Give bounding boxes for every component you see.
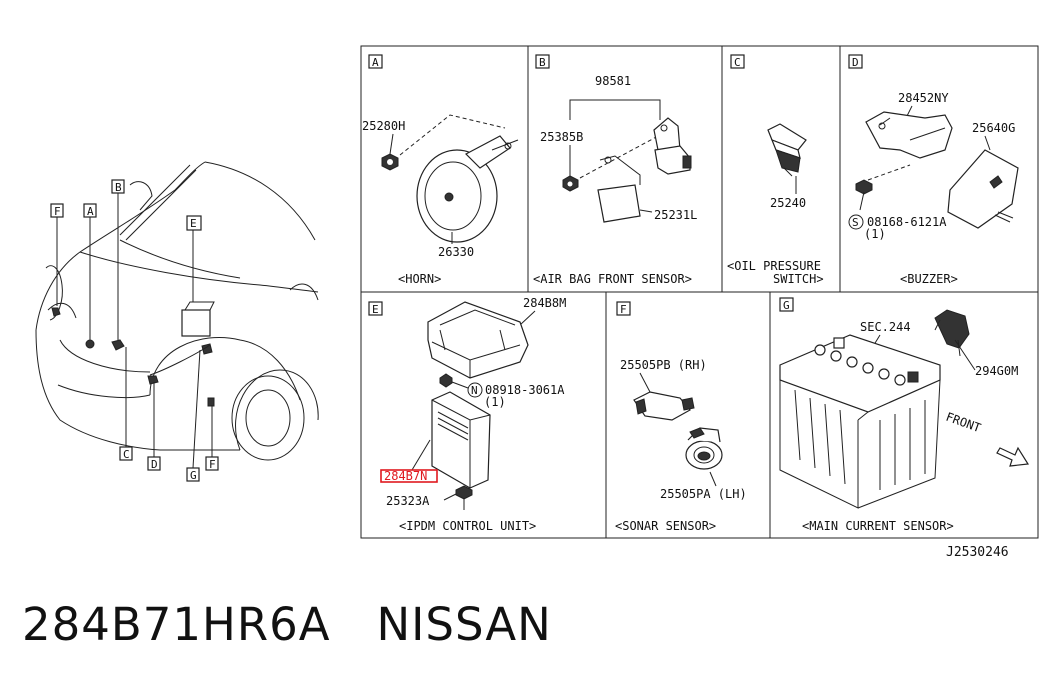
svg-text:C: C	[734, 56, 741, 69]
svg-text:A: A	[372, 56, 379, 69]
car-callout-d: D	[147, 456, 161, 471]
svg-text:<OIL PRESSURE: <OIL PRESSURE	[727, 259, 821, 273]
svg-text:284B7N: 284B7N	[384, 469, 427, 483]
section-a-horn: A 25280H 26330 <HORN>	[362, 54, 519, 286]
svg-text:SEC.244: SEC.244	[860, 320, 911, 334]
car-callout-e: E	[186, 215, 202, 231]
svg-text:E: E	[190, 217, 197, 230]
section-f-sonar: F 25505PB (RH) 25505PA (LH) <SONAR SENSO…	[615, 301, 747, 533]
svg-text:25323A: 25323A	[386, 494, 430, 508]
svg-text:(1): (1)	[484, 395, 506, 409]
section-e-ipdm: E 284B8M N 08918-3061A (1) 284B7N 25323A…	[368, 296, 566, 533]
svg-text:26330: 26330	[438, 245, 474, 259]
car-callout-a: A	[83, 203, 97, 218]
car-callout-b: B	[111, 179, 125, 194]
svg-text:N: N	[471, 384, 478, 397]
svg-text:28452NY: 28452NY	[898, 91, 949, 105]
svg-text:<MAIN CURRENT SENSOR>: <MAIN CURRENT SENSOR>	[802, 519, 954, 533]
svg-text:25231L: 25231L	[654, 208, 697, 222]
svg-text:25640G: 25640G	[972, 121, 1015, 135]
section-c-oil-pressure: C 25240 <OIL PRESSURE SWITCH>	[727, 54, 824, 286]
svg-text:<BUZZER>: <BUZZER>	[900, 272, 958, 286]
svg-text:08918-3061A: 08918-3061A	[485, 383, 565, 397]
car-callout-f-top: F	[50, 203, 64, 218]
svg-text:B: B	[115, 181, 122, 194]
svg-text:FRONT: FRONT	[944, 410, 983, 436]
svg-text:<SONAR SENSOR>: <SONAR SENSOR>	[615, 519, 716, 533]
footer-title: 284B71HR6A NISSAN	[22, 598, 552, 651]
svg-text:F: F	[620, 303, 627, 316]
svg-text:D: D	[151, 458, 158, 471]
svg-text:B: B	[539, 56, 546, 69]
svg-text:A: A	[87, 205, 94, 218]
svg-text:25505PA (LH): 25505PA (LH)	[660, 487, 747, 501]
svg-text:25505PB (RH): 25505PB (RH)	[620, 358, 707, 372]
svg-text:<AIR BAG FRONT SENSOR>: <AIR BAG FRONT SENSOR>	[533, 272, 692, 286]
svg-text:(1): (1)	[864, 227, 886, 241]
svg-text:F: F	[54, 205, 61, 218]
svg-text:<IPDM CONTROL UNIT>: <IPDM CONTROL UNIT>	[399, 519, 536, 533]
svg-text:C: C	[123, 448, 130, 461]
svg-text:D: D	[852, 56, 859, 69]
svg-text:98581: 98581	[595, 74, 631, 88]
svg-text:S: S	[852, 216, 859, 229]
svg-text:25280H: 25280H	[362, 119, 405, 133]
brand-name: NISSAN	[376, 598, 552, 651]
car-callout-c: C	[119, 446, 133, 461]
svg-text:SWITCH>: SWITCH>	[773, 272, 824, 286]
svg-text:25385B: 25385B	[540, 130, 583, 144]
svg-text:25240: 25240	[770, 196, 806, 210]
highlighted-part-box	[380, 469, 438, 483]
section-grid	[360, 45, 1039, 539]
svg-text:294G0M: 294G0M	[975, 364, 1018, 378]
svg-text:08168-6121A: 08168-6121A	[867, 215, 947, 229]
svg-text:G: G	[783, 299, 790, 312]
diagram-reference-code: J2530246	[946, 545, 1009, 560]
svg-text:G: G	[190, 469, 197, 482]
section-b-airbag-sensor: B 98581 25385B 25231L <AIR BAG FRONT SEN…	[533, 54, 697, 286]
section-g-main-current: G SEC.244 294G0M FRONT <MAIN CURRENT SEN…	[779, 297, 1030, 533]
svg-text:<HORN>: <HORN>	[398, 272, 441, 286]
car-overview: F A B E C D G F	[35, 161, 319, 482]
svg-text:F: F	[209, 458, 216, 471]
part-number: 284B71HR6A	[22, 598, 331, 651]
svg-text:E: E	[372, 303, 379, 316]
car-callout-g: G	[186, 467, 200, 482]
car-callout-f-bottom: F	[205, 456, 219, 471]
svg-text:284B8M: 284B8M	[523, 296, 566, 310]
section-d-buzzer: D 28452NY 25640G S 08168-6121A (1) <BUZZ…	[848, 54, 1019, 286]
